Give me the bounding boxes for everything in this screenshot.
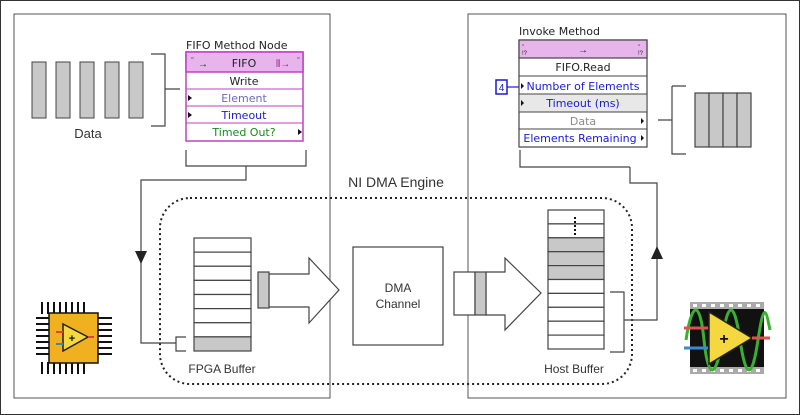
svg-text:+: + xyxy=(69,333,75,345)
data-bracket xyxy=(151,53,180,127)
data-block xyxy=(694,92,710,148)
fifo-node-caption: FIFO Method Node xyxy=(186,39,288,52)
arrow-icon: → xyxy=(578,45,588,56)
ref-out-icon: ▫ xyxy=(297,55,299,62)
read-wire xyxy=(519,150,658,353)
buffer-cell xyxy=(193,308,252,324)
terminal-number-of-elements[interactable]: Number of Elements xyxy=(526,80,639,93)
buffer-cell xyxy=(547,320,605,336)
error-in-icon: !? xyxy=(522,51,528,57)
data-element xyxy=(474,271,487,316)
data-out-bracket xyxy=(658,85,686,155)
down-arrow-icon xyxy=(135,251,147,264)
svg-text:+: + xyxy=(719,331,728,348)
fifo-node-header-label: FIFO xyxy=(232,57,257,70)
fpga-panel xyxy=(13,13,331,399)
data-label: Data xyxy=(74,126,102,141)
fifo-node-header xyxy=(185,51,304,73)
input-terminal-icon xyxy=(521,100,524,106)
fifo-node-method: Write xyxy=(229,75,258,88)
data-block xyxy=(55,61,71,119)
buffer-bracket xyxy=(175,336,186,352)
buffer-cell xyxy=(193,336,252,352)
buffer-cell xyxy=(547,278,605,294)
input-terminal-icon xyxy=(188,112,192,118)
ellipsis-icon xyxy=(574,217,576,235)
ref-in-icon: ▫ xyxy=(522,43,524,49)
output-terminal-icon xyxy=(641,118,644,124)
dma-channel: DMA Channel xyxy=(352,246,444,346)
buffer-cell xyxy=(193,251,252,267)
host-buffer-label: Host Buffer xyxy=(544,362,604,376)
buffer-cell xyxy=(547,237,605,253)
fpga-buffer xyxy=(193,237,252,352)
data-block xyxy=(104,61,120,119)
invoke-node-caption: Invoke Method xyxy=(519,25,600,38)
buffer-cell xyxy=(547,265,605,281)
terminal-timeout[interactable]: Timeout xyxy=(221,109,268,122)
buffer-cell xyxy=(193,237,252,253)
data-block xyxy=(128,61,144,119)
data-block xyxy=(708,92,724,148)
terminal-element[interactable]: Element xyxy=(221,92,267,105)
ref-out-icon: ▫ xyxy=(638,43,640,49)
transfer-arrow-to-channel xyxy=(257,256,340,325)
data-block xyxy=(79,61,95,119)
up-arrow-icon xyxy=(651,246,663,259)
terminal-timeout-ms[interactable]: Timeout (ms) xyxy=(545,97,619,110)
dma-engine-boundary xyxy=(159,197,633,385)
dma-channel-label-line1: DMA xyxy=(385,281,412,295)
constant-value: 4 xyxy=(499,83,505,94)
arrow-icon: → xyxy=(198,59,208,70)
invoke-node-header xyxy=(518,39,648,59)
data-block xyxy=(31,61,47,119)
terminal-data[interactable]: Data xyxy=(570,115,596,128)
host-data-blocks xyxy=(694,92,752,148)
fpga-chip-icon: + xyxy=(36,302,112,374)
invoke-node-method: FIFO.Read xyxy=(555,61,610,74)
data-block xyxy=(736,92,752,148)
dma-channel-label-line2: Channel xyxy=(376,297,421,311)
data-block xyxy=(722,92,738,148)
output-terminal-icon xyxy=(641,135,644,141)
input-terminal-icon xyxy=(188,95,192,101)
fpga-buffer-label: FPGA Buffer xyxy=(188,362,255,376)
fifo-icon: ⫴→ xyxy=(276,59,290,70)
buffer-cell xyxy=(193,322,252,338)
terminal-timed-out[interactable]: Timed Out? xyxy=(211,126,275,139)
buffer-cell xyxy=(547,292,605,308)
buffer-cell xyxy=(547,251,605,267)
transfer-arrow-to-host xyxy=(453,256,542,332)
error-out-icon: !? xyxy=(638,51,644,57)
labview-vi-icon: + xyxy=(684,302,772,374)
dma-engine-title: NI DMA Engine xyxy=(348,174,444,190)
host-panel xyxy=(467,13,787,399)
invoke-method-node[interactable]: ▫ !? ▫ !? → FIFO.Read Number of Elements… xyxy=(518,39,648,148)
buffer-cell xyxy=(547,306,605,322)
buffer-cell xyxy=(193,265,252,281)
data-element xyxy=(257,271,270,309)
input-terminal-icon xyxy=(521,83,524,89)
number-of-elements-constant[interactable]: 4 xyxy=(495,79,519,95)
buffer-cell xyxy=(193,279,252,296)
write-wire xyxy=(140,150,307,344)
ref-in-icon: ▫ xyxy=(191,55,193,62)
terminal-elements-remaining[interactable]: Elements Remaining xyxy=(523,132,636,145)
output-terminal-icon xyxy=(298,129,302,135)
buffer-cell xyxy=(193,293,252,310)
data-blocks xyxy=(31,61,144,119)
buffer-cell xyxy=(547,334,605,350)
fifo-method-node[interactable]: ▫ ▫ → ⫴→ FIFO Write Element Timeout Time… xyxy=(185,51,304,142)
